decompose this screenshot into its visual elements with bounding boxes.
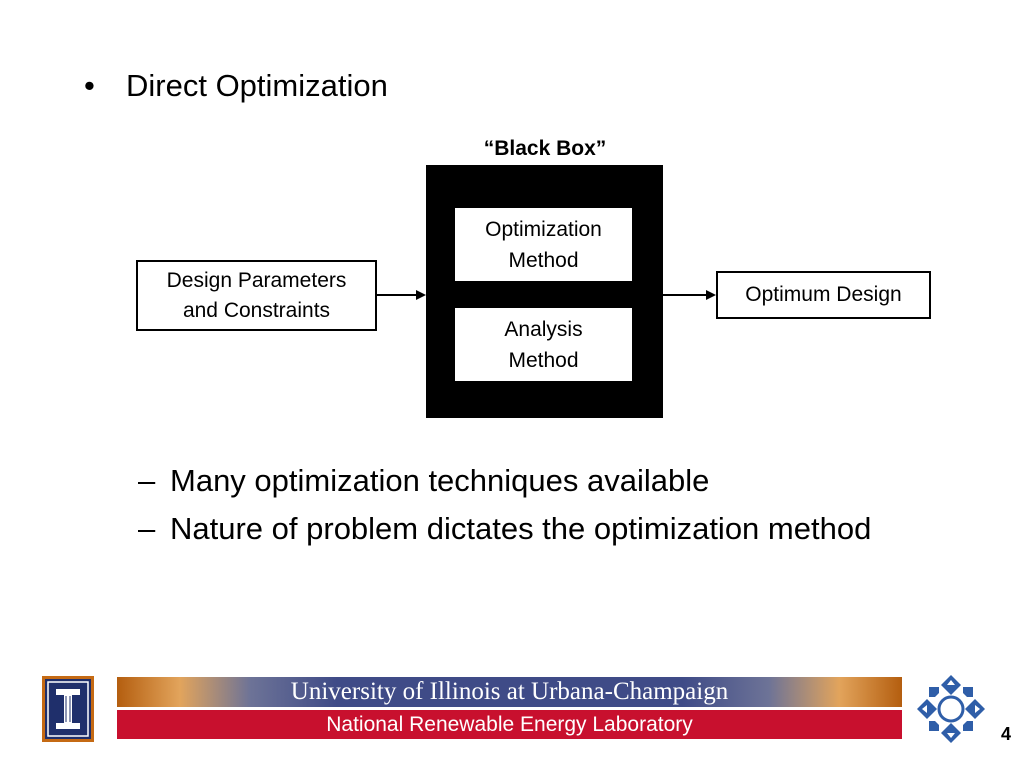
input-arrow [377, 290, 426, 300]
design-parameters-line1: Design Parameters [166, 268, 347, 292]
optimization-method-box: Optimization Method [455, 208, 632, 281]
design-parameters-box: Design Parameters and Constraints [136, 260, 377, 331]
optimum-design-box: Optimum Design [716, 271, 931, 319]
analysis-method-line1: Analysis [504, 317, 583, 341]
sub-bullet-text: Many optimization techniques available [170, 463, 710, 498]
footer-university-text: University of Illinois at Urbana-Champai… [290, 678, 729, 705]
bullet-marker: • [84, 68, 95, 103]
nrel-logo-icon [917, 675, 985, 743]
slide-title: Direct Optimization [126, 68, 388, 103]
analysis-method-box: Analysis Method [455, 308, 632, 381]
analysis-method-line2: Method [508, 348, 579, 372]
footer-banner-lab [117, 710, 902, 739]
sub-bullet-2: –Nature of problem dictates the optimiza… [138, 509, 871, 549]
black-box-label: “Black Box” [483, 137, 607, 160]
sub-bullet-1: –Many optimization techniques available [138, 461, 709, 501]
footer-lab-text: National Renewable Energy Laboratory [326, 713, 693, 736]
footer-banner-university [117, 677, 902, 707]
sub-bullet-text: Nature of problem dictates the optimizat… [170, 511, 872, 546]
optimum-design-label: Optimum Design [745, 283, 902, 306]
output-arrow [663, 290, 716, 300]
footer-banner-divider [117, 707, 902, 710]
illinois-logo-icon [42, 676, 94, 742]
design-parameters-line2: and Constraints [182, 298, 331, 322]
sub-bullet-marker: – [138, 463, 156, 498]
optimization-method-line2: Method [508, 248, 579, 272]
sub-bullet-marker: – [138, 511, 156, 546]
page-number: 4 [1000, 724, 1011, 744]
optimization-method-line1: Optimization [485, 217, 602, 241]
